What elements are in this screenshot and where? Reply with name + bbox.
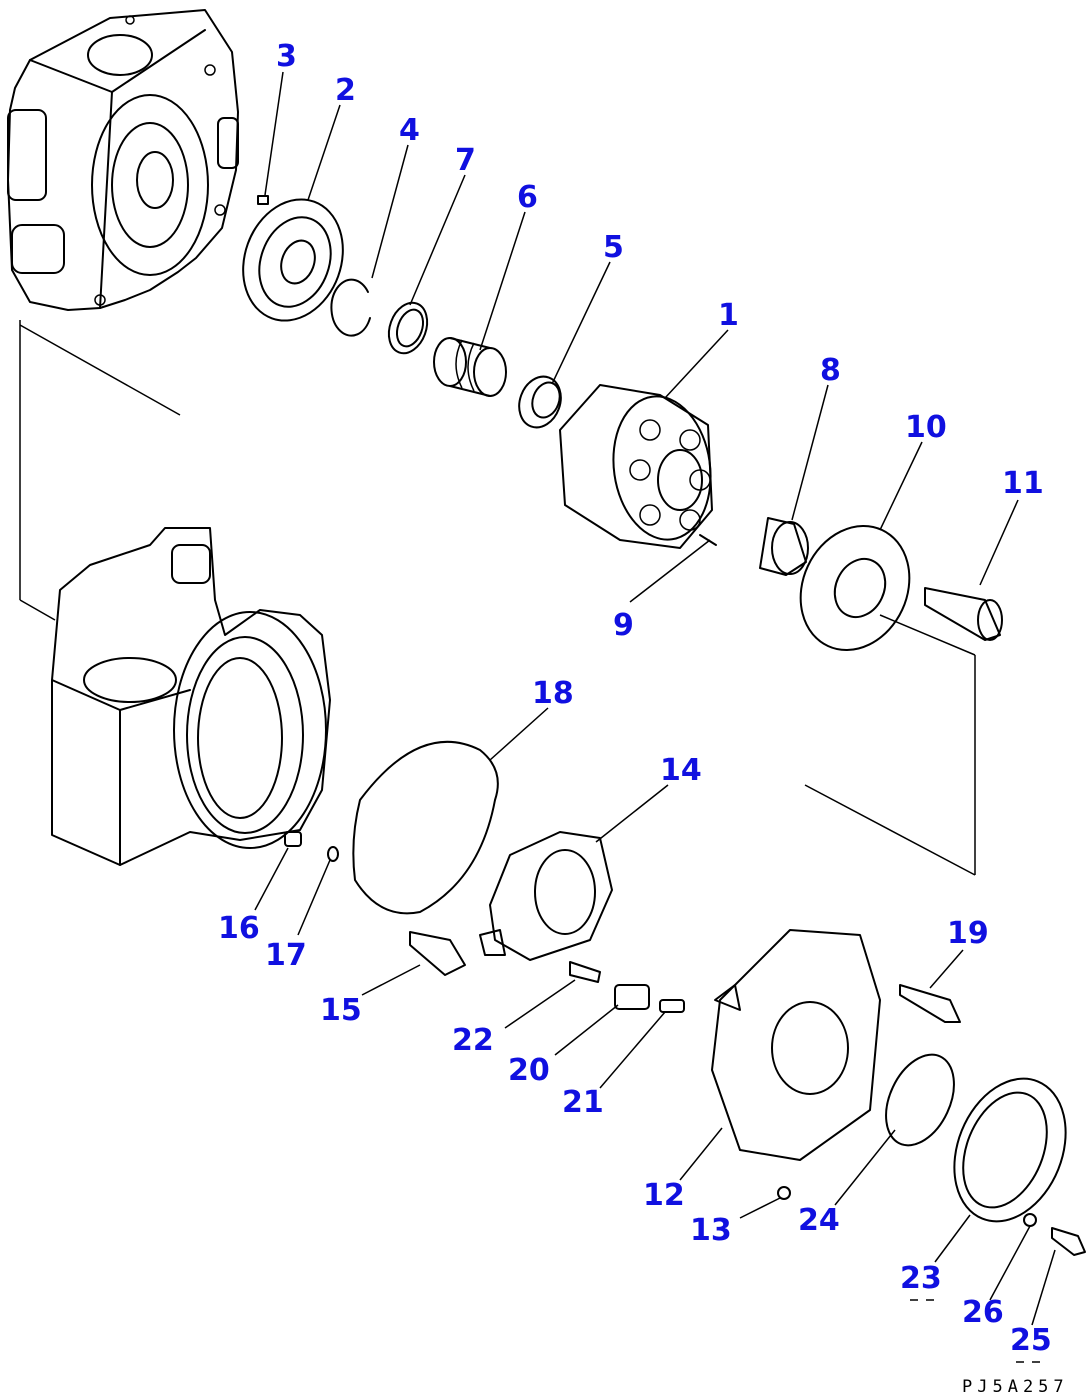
drawing-code: PJ5A257: [962, 1377, 1069, 1397]
assembly-line-right-top: [879, 614, 976, 656]
leader-lines: [254, 71, 1056, 1326]
callout-22: 22: [452, 1023, 494, 1058]
bolt-19: [899, 984, 961, 1023]
callout-3: 3: [276, 39, 297, 74]
callout-13: 13: [690, 1213, 732, 1248]
callout-6: 6: [517, 180, 538, 215]
retainer-plate: [799, 524, 911, 652]
callout-18: 18: [532, 676, 574, 711]
spherical-bushing: [759, 517, 809, 576]
assembly-line-right-low: [804, 784, 976, 876]
callout-15: 15: [320, 993, 362, 1028]
callout-26: 26: [962, 1295, 1004, 1330]
callout-21: 21: [562, 1085, 604, 1120]
assembly-line-top: [19, 324, 181, 416]
bolt-25: [1051, 1227, 1086, 1256]
callout-1: 1: [718, 298, 739, 333]
callout-14: 14: [660, 753, 702, 788]
callout-11: 11: [1002, 466, 1044, 501]
callout-labels: 1 2 3 4 5 6 7 8 9 10 11 12 13 14 15 16 1…: [218, 39, 1052, 1358]
pin-21: [659, 999, 685, 1013]
spring: [433, 337, 507, 397]
shaft: [924, 587, 1003, 641]
pin-3: [257, 195, 269, 205]
assembly-line-low: [19, 599, 56, 621]
callout-16: 16: [218, 911, 260, 946]
dowel-16: [284, 831, 302, 847]
callout-17: 17: [265, 938, 307, 973]
callout-2: 2: [335, 73, 356, 108]
callout-25: 25: [1010, 1323, 1052, 1358]
upper-housing: [7, 9, 239, 311]
callout-9: 9: [613, 608, 634, 643]
spacer-5: [518, 375, 562, 429]
callout-10: 10: [905, 410, 947, 445]
plug-17: [327, 846, 339, 862]
piston-20: [614, 984, 650, 1010]
cover-plate: [953, 1077, 1067, 1223]
snap-ring: [330, 278, 371, 337]
callout-20: 20: [508, 1053, 550, 1088]
o-ring-18: [352, 740, 499, 915]
callout-5: 5: [603, 230, 624, 265]
cylinder-block: [559, 384, 713, 549]
lower-housing: [51, 527, 331, 866]
valve-plate: [242, 198, 344, 322]
ring-7: [387, 301, 429, 355]
pin-9: [699, 534, 717, 546]
callout-4: 4: [399, 113, 420, 148]
callout-7: 7: [455, 143, 476, 178]
callout-19: 19: [947, 916, 989, 951]
callout-8: 8: [820, 353, 841, 388]
plug-13: [777, 1186, 791, 1200]
callout-12: 12: [643, 1178, 685, 1213]
washer-26: [1023, 1213, 1037, 1227]
bolt-22: [569, 961, 601, 983]
o-ring-24: [885, 1053, 955, 1147]
callout-23: 23: [900, 1261, 942, 1296]
swash-plate: [479, 831, 613, 961]
end-cover: [711, 929, 881, 1161]
pivot-15: [409, 931, 466, 976]
callout-24: 24: [798, 1203, 840, 1238]
